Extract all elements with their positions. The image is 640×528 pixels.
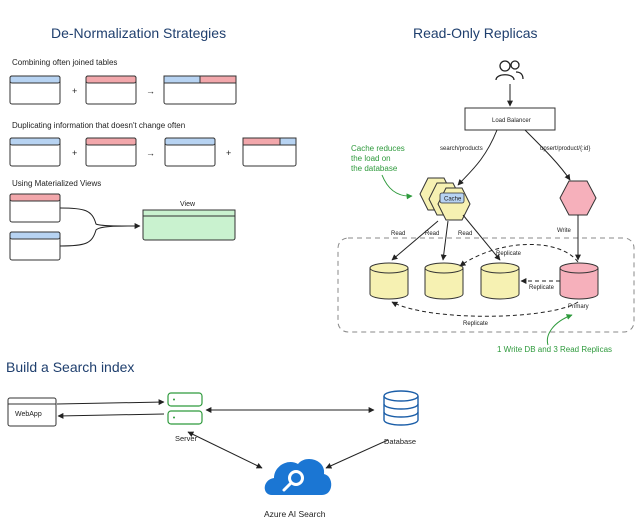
replicate-label-mid: Replicate (529, 285, 555, 291)
read-arrow-3 (462, 214, 501, 261)
cache-note-arrow (381, 174, 413, 200)
summary-note-arrow (546, 314, 573, 346)
cache-note-line3: the database (351, 164, 398, 173)
server-to-webapp-arrow (57, 412, 165, 419)
summary-note: 1 Write DB and 3 Read Replicas (497, 345, 612, 354)
replica-db-2 (424, 262, 464, 300)
replica-db-3 (480, 262, 520, 300)
materialized-view-table (142, 209, 236, 241)
database-icon (383, 390, 419, 426)
arrow-sign: → (146, 148, 155, 158)
combining-label: Combining often joined tables (12, 58, 117, 67)
table-blue-4 (9, 231, 61, 261)
webapp-label: WebApp (15, 411, 42, 418)
server-label: Server (175, 434, 198, 443)
read-label-1: Read (391, 231, 405, 237)
write-hexagon (559, 180, 597, 216)
database-azure-arrow (325, 439, 389, 469)
replicate-arrow-top (459, 244, 579, 267)
replicas-title: Read-Only Replicas (413, 25, 538, 41)
replica-boundary (337, 237, 635, 333)
database-label: Database (384, 437, 416, 446)
table-red-2 (85, 137, 137, 167)
load-balancer-box (464, 107, 556, 131)
table-blue-3 (164, 137, 216, 167)
azure-search-label: Azure AI Search (264, 509, 326, 519)
primary-label: Primary (568, 304, 589, 310)
read-arrow-2 (440, 220, 449, 261)
primary-db (559, 262, 599, 300)
load-balancer-label: Load Balancer (492, 118, 531, 124)
cache-note-line2: the load on (351, 154, 391, 163)
replicate-arrow-bottom (391, 301, 579, 317)
lb-to-write-arrow (524, 129, 571, 181)
cache-label: Cache (444, 197, 462, 203)
upsert-route-label: upsert/product/{:id} (540, 146, 590, 152)
table-blue-1 (9, 75, 61, 105)
replicate-label-bottom: Replicate (463, 321, 489, 327)
duplicating-label: Duplicating information that doesn't cha… (12, 121, 185, 130)
materialized-label: Using Materialized Views (12, 179, 101, 188)
webapp-to-server-arrow (56, 399, 165, 406)
view-arrow-bottom (59, 225, 141, 247)
search-route-label: search/products (440, 146, 483, 152)
table-red-3 (9, 193, 61, 223)
table-blue-2 (9, 137, 61, 167)
replica-db-1 (369, 262, 409, 300)
write-label: Write (557, 228, 572, 234)
read-label-3: Read (458, 231, 472, 237)
webapp-box (7, 397, 57, 427)
server-azure-arrow (187, 431, 263, 469)
search-title: Build a Search index (6, 359, 134, 375)
table-combined (163, 75, 237, 105)
view-arrow-top (59, 207, 141, 229)
lb-to-cache-arrow (457, 129, 498, 186)
denorm-title: De-Normalization Strategies (51, 25, 226, 41)
table-red-1 (85, 75, 137, 105)
arrow-sign: → (146, 86, 155, 96)
cache-badge (439, 192, 465, 204)
view-label: View (180, 201, 196, 208)
azure-search-icon (264, 459, 332, 495)
replicate-label-top: Replicate (496, 251, 522, 257)
cache-note-line1: Cache reduces (351, 144, 405, 153)
plus-sign: + (72, 86, 77, 96)
table-red-dup (242, 137, 297, 167)
plus-sign: + (72, 148, 77, 158)
server-icon (167, 392, 203, 425)
users-icon (495, 60, 524, 81)
read-label-2: Read (425, 231, 439, 237)
plus-sign: + (226, 148, 231, 158)
read-arrow-1 (391, 220, 439, 261)
